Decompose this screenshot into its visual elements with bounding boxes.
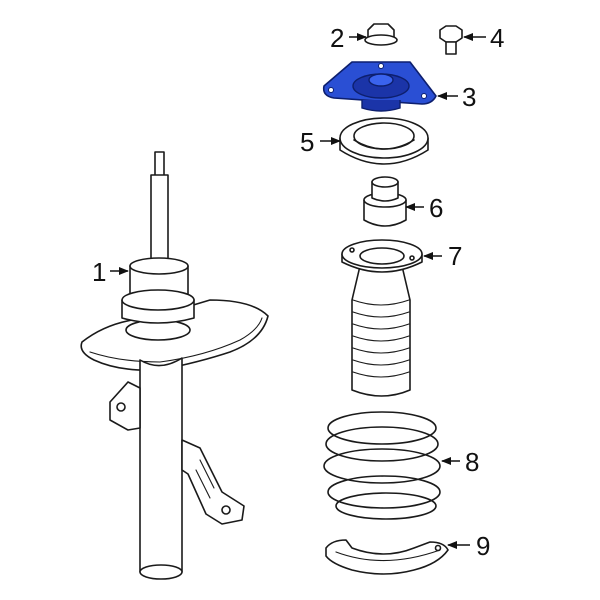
bolt-head: [439, 25, 463, 43]
insulator-tab: [434, 544, 442, 552]
boot-fold-2: [352, 311, 410, 318]
callout-2: 2: [330, 23, 344, 53]
insulator-body: [325, 539, 449, 575]
strut-mount-highlighted[interactable]: [322, 61, 437, 112]
callout-5: 5: [300, 127, 314, 157]
callout-4: 4: [490, 23, 504, 53]
callout-9: 9: [476, 531, 490, 561]
coil-5: [335, 492, 437, 520]
boot-fold-3: [352, 323, 410, 330]
callout-6: 6: [429, 193, 443, 223]
coil-2: [325, 426, 439, 462]
coil-spring[interactable]: [323, 411, 441, 520]
insulator-rim: [335, 549, 441, 562]
callout-8: 8: [465, 447, 479, 477]
strut-body: [139, 357, 183, 578]
dust-boot[interactable]: [341, 239, 423, 397]
bracket-ribs: [195, 459, 215, 499]
coil-3: [323, 448, 441, 484]
mount-hole-right: [421, 93, 427, 99]
boot-fold-5: [352, 347, 410, 354]
nut[interactable]: [364, 23, 398, 46]
bracket-hole: [116, 402, 126, 412]
seat-ring-top: [121, 289, 195, 311]
strut-assembly[interactable]: [80, 151, 269, 580]
strut-base: [139, 564, 183, 580]
boot-fold-7: [352, 371, 410, 378]
boot-fold-4: [352, 335, 410, 342]
coil-4: [327, 475, 441, 509]
plate-rim: [89, 317, 263, 363]
bump-stop[interactable]: [363, 176, 407, 227]
sleeve-top: [129, 257, 189, 275]
boot-fold-6: [352, 359, 410, 366]
nut-flange: [364, 34, 398, 46]
boot-opening: [359, 247, 405, 265]
upper-spring-seat[interactable]: [339, 117, 429, 165]
callout-7: 7: [448, 241, 462, 271]
mount-hole-left: [328, 87, 334, 93]
bolt-shank: [445, 41, 457, 55]
bracket-arm-hole: [221, 505, 231, 515]
coil-1: [327, 411, 437, 445]
piston-rod: [150, 174, 169, 266]
mount-hole-top: [378, 63, 384, 69]
callout-1: 1: [92, 257, 106, 287]
bump-stop-top: [371, 176, 399, 188]
boot-pin-right: [409, 255, 415, 261]
rod-tip: [154, 151, 165, 179]
boot-pin-left: [349, 247, 355, 253]
bolt[interactable]: [439, 25, 463, 55]
mount-center: [368, 73, 394, 87]
boot-fold-1: [352, 299, 410, 306]
right-bracket-arm: [181, 439, 245, 525]
callout-3: 3: [462, 82, 476, 112]
mount-lower-collar: [361, 100, 401, 112]
seat-5-inner-lip: [353, 139, 415, 150]
lower-insulator[interactable]: [325, 539, 449, 575]
